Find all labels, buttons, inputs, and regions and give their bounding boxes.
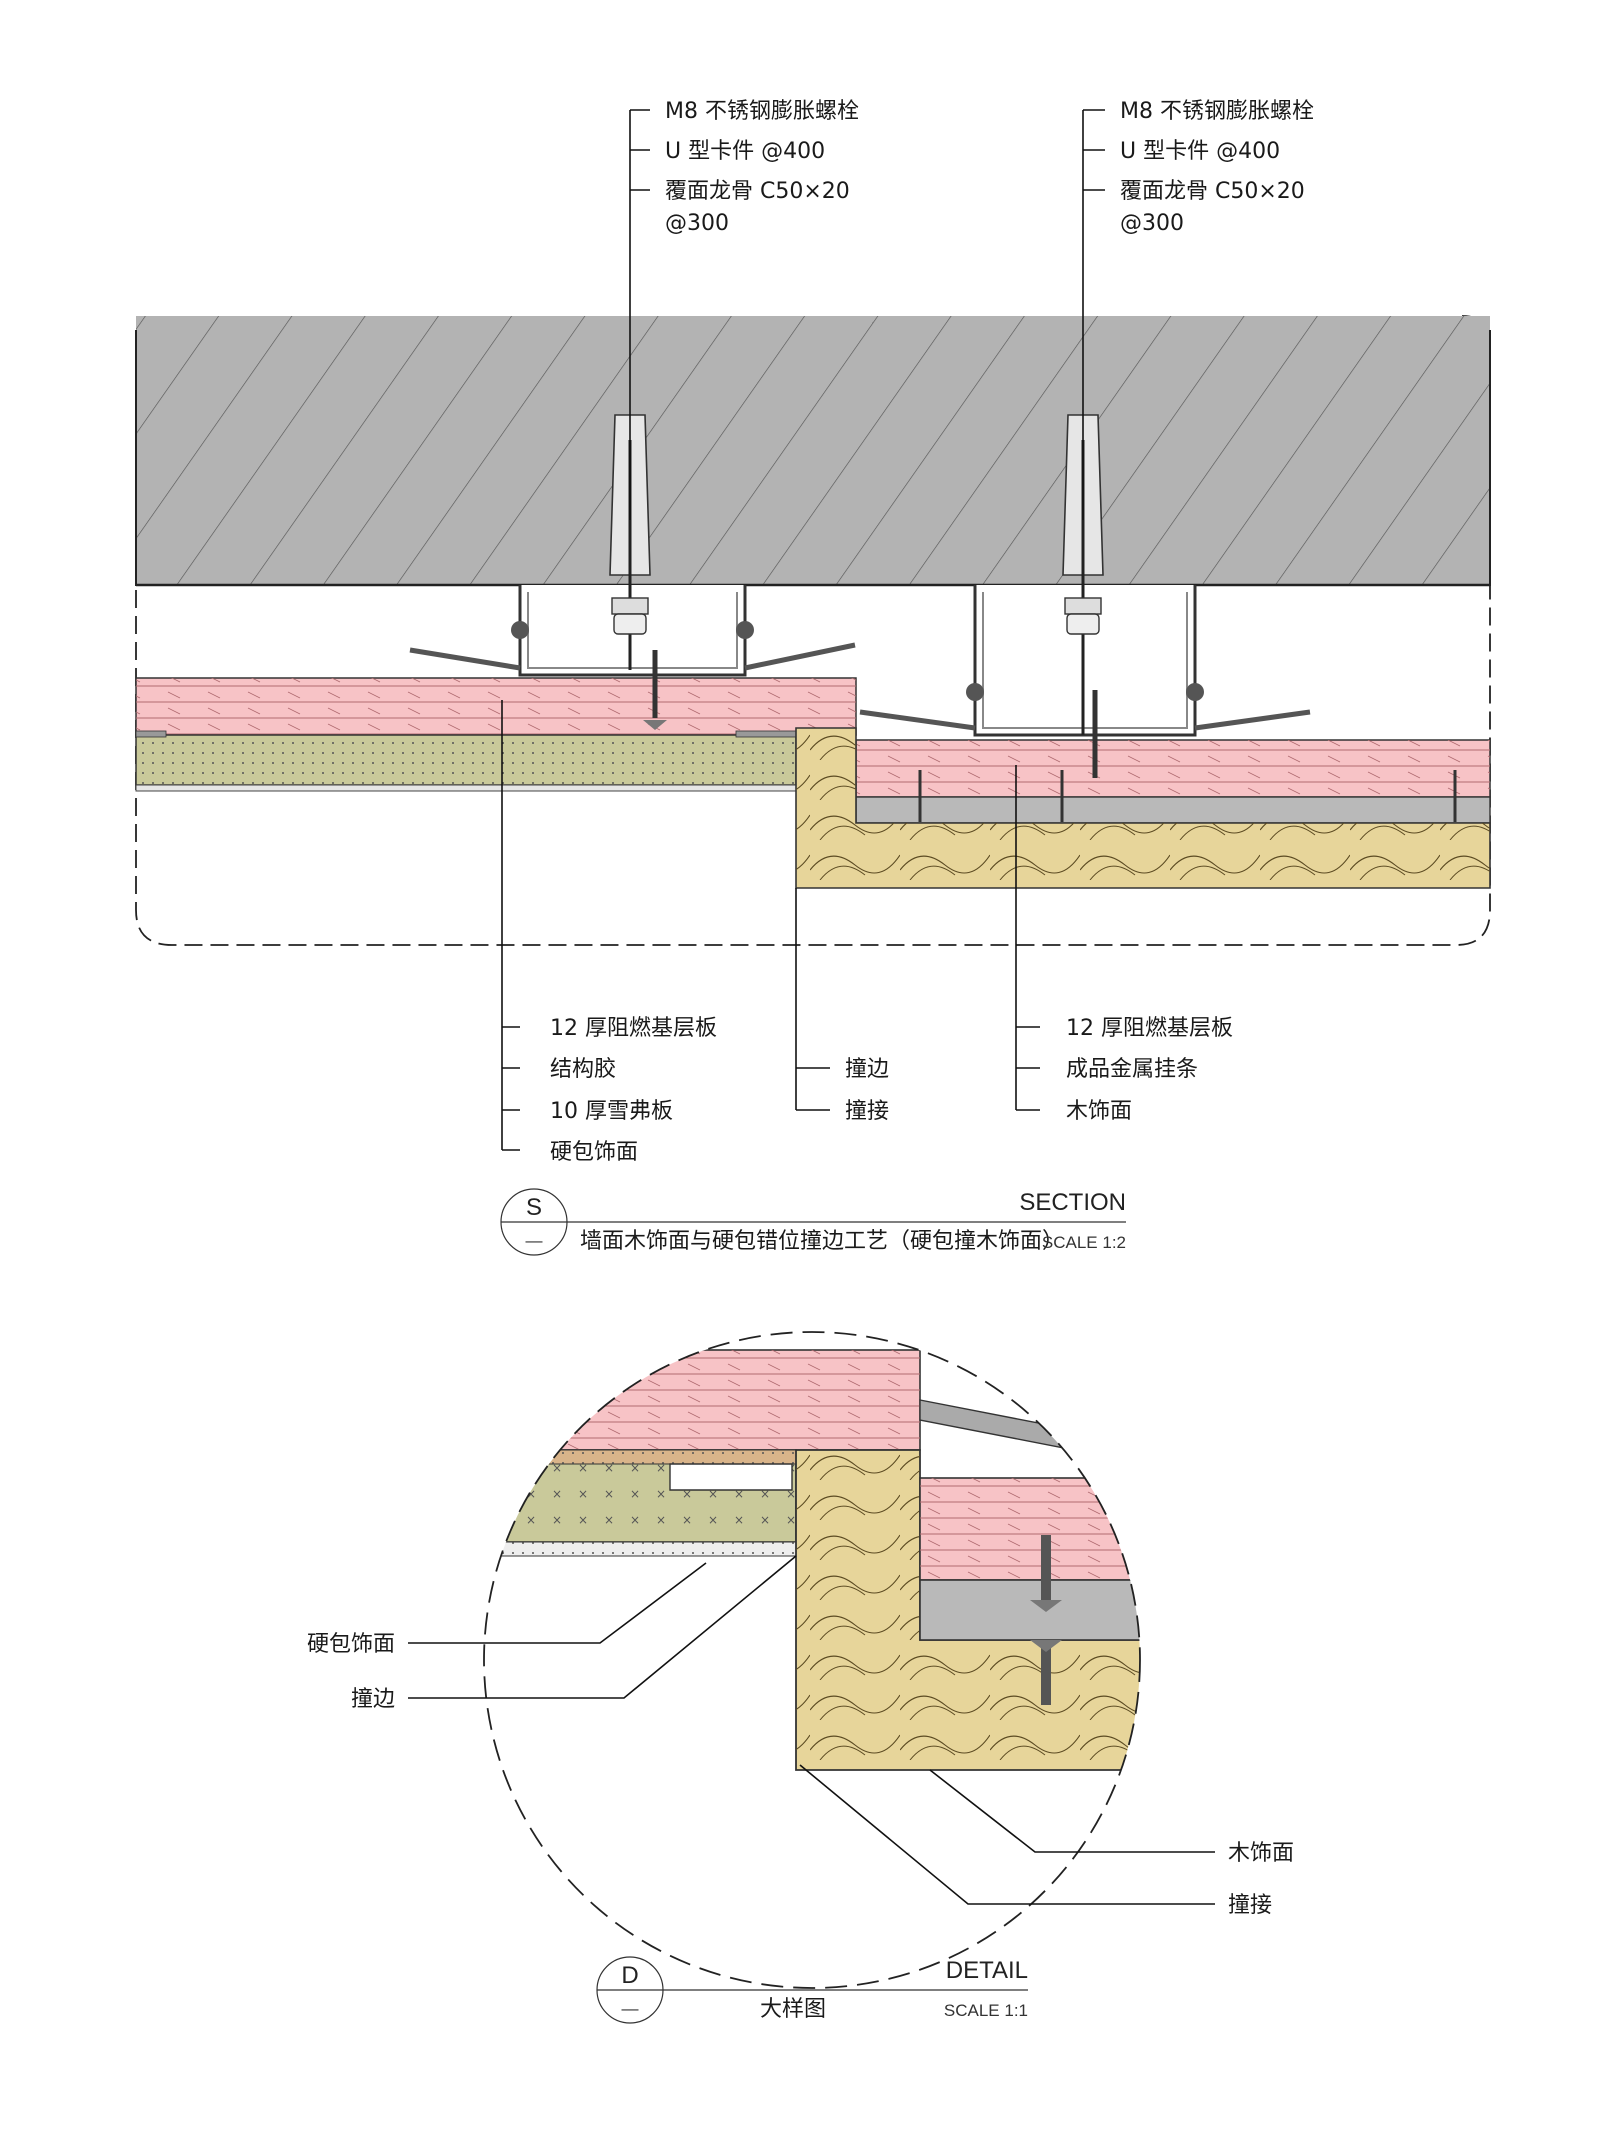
right-fire-board bbox=[855, 739, 1491, 798]
callout-bolt-right: M8 不锈钢膨胀螺栓 bbox=[1120, 99, 1314, 124]
callout-keel-left: 覆面龙骨 C50×20 bbox=[665, 179, 850, 204]
detail-callout-edge-butt: 撞边 bbox=[351, 1687, 395, 1712]
detail-callout-wood-veneer: 木饰面 bbox=[1228, 1841, 1294, 1866]
concrete-wall bbox=[135, 316, 1491, 587]
left-fire-board bbox=[135, 677, 857, 736]
section-scale: SCALE 1:2 bbox=[1042, 1233, 1126, 1252]
detail-title-block: D — DETAIL 大样图 SCALE 1:1 bbox=[596, 1956, 1028, 2024]
callout-keel-right: 覆面龙骨 C50×20 bbox=[1120, 179, 1305, 204]
callout-foam-board: 10 厚雪弗板 bbox=[550, 1099, 673, 1124]
callout-hard-pack-finish: 硬包饰面 bbox=[550, 1140, 638, 1165]
detail-callout-butt-joint: 撞接 bbox=[1228, 1893, 1272, 1918]
detail-symbol-letter: D bbox=[621, 1962, 638, 1989]
right-c-channel bbox=[859, 585, 1311, 737]
callout-bolt-left: M8 不锈钢膨胀螺栓 bbox=[665, 99, 859, 124]
section-drawing: M8 不锈钢膨胀螺栓 U 型卡件 @400 覆面龙骨 C50×20 @300 M… bbox=[135, 99, 1491, 1165]
callout-fire-board-left: 12 厚阻燃基层板 bbox=[550, 1016, 717, 1041]
callout-wood-veneer: 木饰面 bbox=[1066, 1099, 1132, 1124]
callout-edge-butt: 撞边 bbox=[845, 1057, 889, 1082]
detail-boundary bbox=[483, 1331, 1141, 1989]
detail-symbol-sub: — bbox=[622, 1999, 639, 2018]
callout-structural-glue: 结构胶 bbox=[550, 1057, 616, 1082]
left-foam-board bbox=[135, 730, 797, 792]
section-symbol-sub: — bbox=[526, 1231, 543, 1250]
top-leaders bbox=[629, 109, 1105, 520]
left-screw bbox=[643, 650, 667, 730]
callout-butt-joint: 撞接 bbox=[845, 1099, 889, 1124]
bottom-leaders bbox=[501, 700, 1040, 1151]
callout-keel-spacing-right: @300 bbox=[1120, 211, 1184, 236]
metal-hanging-strip bbox=[855, 796, 1491, 824]
callout-keel-spacing-left: @300 bbox=[665, 211, 729, 236]
right-screws bbox=[918, 690, 1457, 822]
detail-scale: SCALE 1:1 bbox=[944, 2001, 1028, 2020]
section-title-block: S — SECTION 墙面木饰面与硬包错位撞边工艺（硬包撞木饰面） SCALE… bbox=[500, 1188, 1126, 1256]
callout-u-clip-left: U 型卡件 @400 bbox=[665, 139, 825, 164]
detail-title: 大样图 bbox=[760, 1997, 826, 2022]
callout-fire-board-right: 12 厚阻燃基层板 bbox=[1066, 1016, 1233, 1041]
detail-drawing: 硬包饰面 撞边 木饰面 撞接 bbox=[307, 1331, 1294, 1989]
section-symbol-letter: S bbox=[526, 1194, 542, 1221]
callout-u-clip-right: U 型卡件 @400 bbox=[1120, 139, 1280, 164]
section-kind-label: SECTION bbox=[1019, 1189, 1126, 1216]
callout-metal-strip: 成品金属挂条 bbox=[1066, 1057, 1198, 1082]
detail-leaders bbox=[408, 1555, 1215, 1905]
detail-kind-label: DETAIL bbox=[946, 1957, 1028, 1984]
section-title: 墙面木饰面与硬包错位撞边工艺（硬包撞木饰面） bbox=[580, 1229, 1064, 1254]
detail-callout-hard-pack: 硬包饰面 bbox=[307, 1632, 395, 1657]
